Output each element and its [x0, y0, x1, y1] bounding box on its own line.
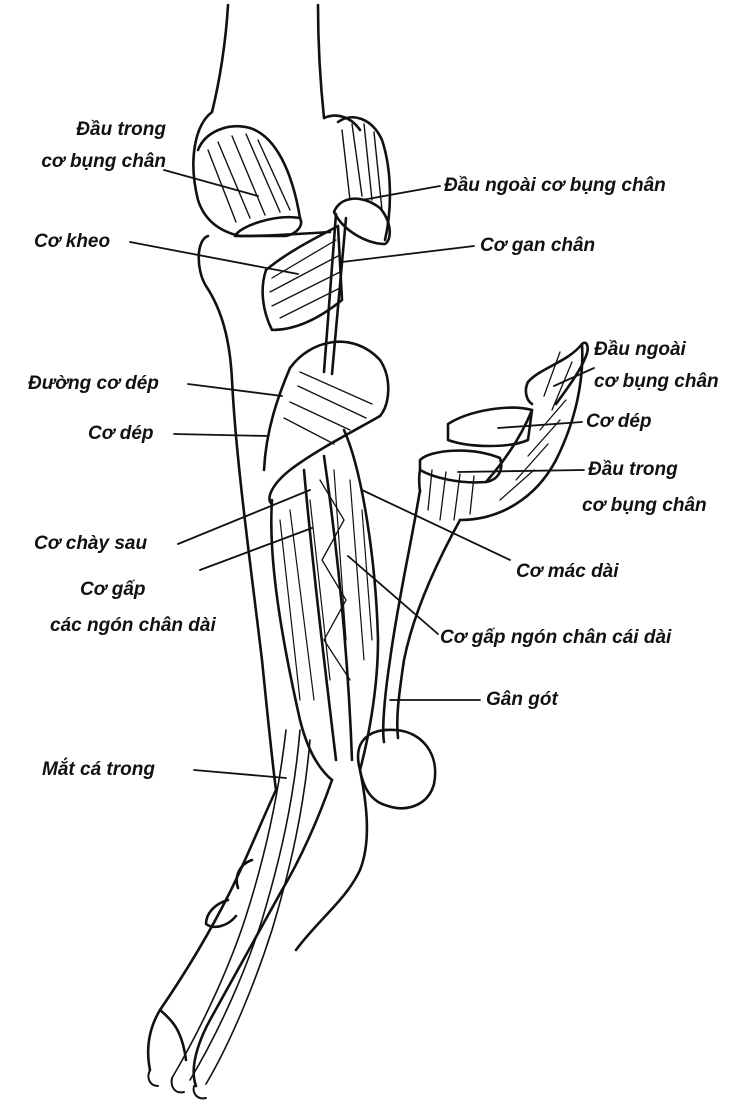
- label-co-gan-chan: Cơ gan chân: [480, 234, 595, 258]
- label-co-chay-sau: Cơ chày sau: [34, 532, 147, 556]
- label-duong-co-dep: Đường cơ dép: [28, 372, 159, 396]
- leader-co-dep-right: [498, 422, 582, 428]
- leader-co-mac-dai: [362, 490, 510, 560]
- leader-dau-trong: [164, 170, 258, 196]
- label-gan-got: Gân gót: [486, 688, 558, 712]
- label-co-dep-right: Cơ dép: [586, 410, 652, 434]
- leader-duong-co-dep: [188, 384, 282, 396]
- label-dau-trong-r1: Đầu trong: [588, 458, 678, 482]
- leader-dau-trong-r: [458, 470, 584, 472]
- leader-dau-ngoai-top: [362, 186, 440, 200]
- leader-mat-ca-trong: [194, 770, 286, 778]
- leader-dau-ngoai-r: [554, 368, 594, 386]
- leader-co-gap-ngon-cai: [348, 556, 438, 634]
- leader-co-kheo: [130, 242, 298, 274]
- label-co-mac-dai: Cơ mác dài: [516, 560, 619, 584]
- label-dau-trong-r2: cơ bụng chân: [582, 494, 707, 518]
- label-dau-ngoai-r2: cơ bụng chân: [594, 370, 719, 394]
- label-co-gap-1: Cơ gấp: [80, 578, 146, 602]
- label-dau-trong-1: Đầu trong: [20, 118, 166, 142]
- label-co-gap-2: các ngón chân dài: [50, 614, 216, 638]
- label-mat-ca-trong: Mắt cá trong: [42, 758, 155, 782]
- label-dau-trong-2: cơ bụng chân: [0, 150, 166, 174]
- label-co-kheo: Cơ kheo: [34, 230, 110, 254]
- label-co-gap-ngon-cai: Cơ gấp ngón chân cái dài: [440, 626, 671, 650]
- leader-co-dep-left: [174, 434, 268, 436]
- label-co-dep-left: Cơ dép: [88, 422, 154, 446]
- leader-co-gap: [200, 528, 312, 570]
- label-dau-ngoai-top: Đầu ngoài cơ bụng chân: [444, 174, 666, 198]
- label-dau-ngoai-r1: Đầu ngoài: [594, 338, 686, 362]
- leader-co-gan-chan: [342, 246, 474, 262]
